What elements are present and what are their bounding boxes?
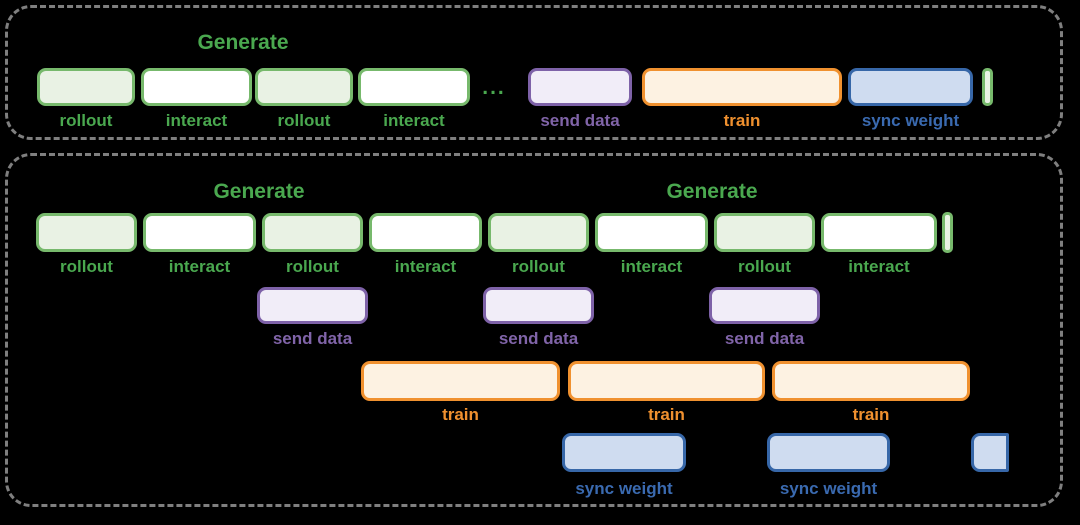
send-data-box (528, 68, 632, 106)
rollout-label: rollout (59, 111, 113, 130)
send-data-label: send data (724, 329, 805, 348)
interact-box (821, 213, 937, 252)
next-cycle-sliver-box (942, 212, 953, 253)
interact-box (595, 213, 708, 252)
generate-label: Generate (213, 180, 305, 203)
interact-box (143, 213, 256, 252)
sequential-pipeline-panel (5, 5, 1063, 140)
train-box (568, 361, 765, 401)
interact-label: interact (394, 257, 457, 276)
interact-label: interact (165, 111, 228, 130)
sync-weight-label: sync weight (779, 479, 878, 498)
sync-weight-box (848, 68, 973, 106)
generate-label: Generate (197, 31, 289, 54)
train-label: train (442, 405, 479, 424)
interact-box (358, 68, 470, 106)
send-data-label: send data (272, 329, 353, 348)
send-data-label: send data (540, 111, 620, 130)
train-label: train (648, 405, 685, 424)
interact-box (141, 68, 252, 106)
rollout-box (262, 213, 363, 252)
rollout-label: rollout (286, 257, 339, 276)
interact-label: interact (168, 257, 231, 276)
rollout-box (255, 68, 353, 106)
send-data-box (483, 287, 594, 324)
rollout-label: rollout (512, 257, 565, 276)
next-cycle-sliver-box (982, 68, 993, 106)
interact-label: interact (848, 257, 910, 276)
rollout-label: rollout (277, 111, 331, 130)
rollout-box (488, 213, 589, 252)
train-box (361, 361, 560, 401)
send-data-label: send data (498, 329, 579, 348)
send-data-box (709, 287, 820, 324)
send-data-box (257, 287, 368, 324)
rollout-box (714, 213, 815, 252)
train-box (642, 68, 842, 106)
rollout-box (37, 68, 135, 106)
train-label: train (723, 111, 761, 130)
partial-sync-weight-box (971, 433, 1009, 472)
rollout-box (36, 213, 137, 252)
sync-weight-label: sync weight (575, 479, 673, 498)
rollout-label: rollout (60, 257, 113, 276)
interact-box (369, 213, 482, 252)
sync-weight-label: sync weight (861, 111, 960, 130)
sync-weight-box (562, 433, 686, 472)
sync-weight-box (767, 433, 890, 472)
generate-label: Generate (666, 180, 758, 203)
ellipsis-label: ... (482, 76, 506, 99)
train-label: train (852, 405, 890, 424)
rollout-label: rollout (738, 257, 791, 276)
overlapped-pipeline-panel (5, 153, 1063, 507)
train-box (772, 361, 970, 401)
interact-label: interact (620, 257, 683, 276)
interact-label: interact (383, 111, 445, 130)
